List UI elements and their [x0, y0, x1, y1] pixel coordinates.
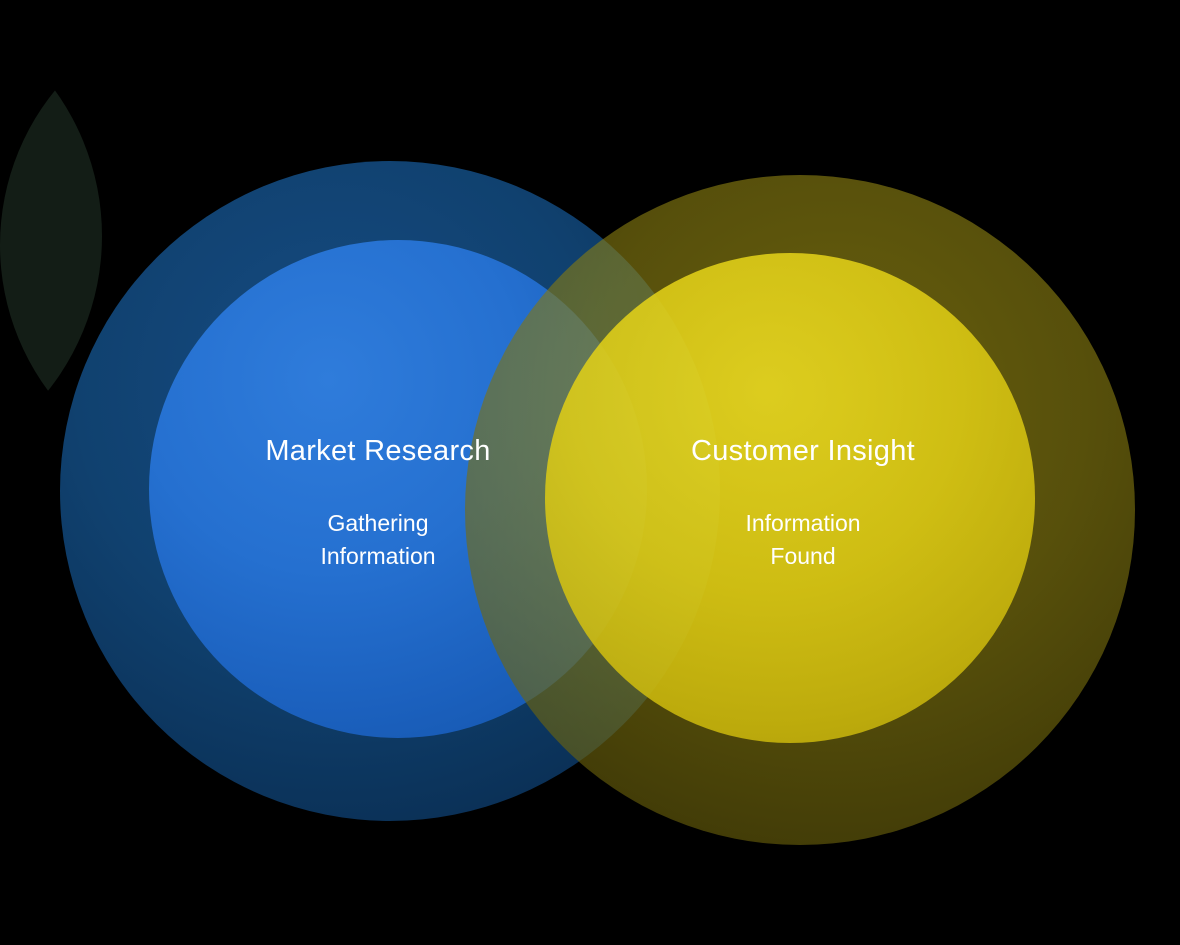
right-set-title: Customer Insight: [691, 435, 915, 467]
left-set-subtitle-line-2: Information: [320, 543, 436, 569]
left-set-subtitle: Gathering Information: [178, 507, 578, 573]
right-set-subtitle: Information Found: [603, 507, 1003, 573]
left-set-title: Market Research: [265, 435, 491, 467]
right-set-circle: [545, 253, 1035, 743]
right-set-subtitle-line-2: Found: [770, 543, 836, 569]
right-set-subtitle-line-1: Information: [745, 510, 861, 536]
left-set-subtitle-line-1: Gathering: [327, 510, 429, 536]
